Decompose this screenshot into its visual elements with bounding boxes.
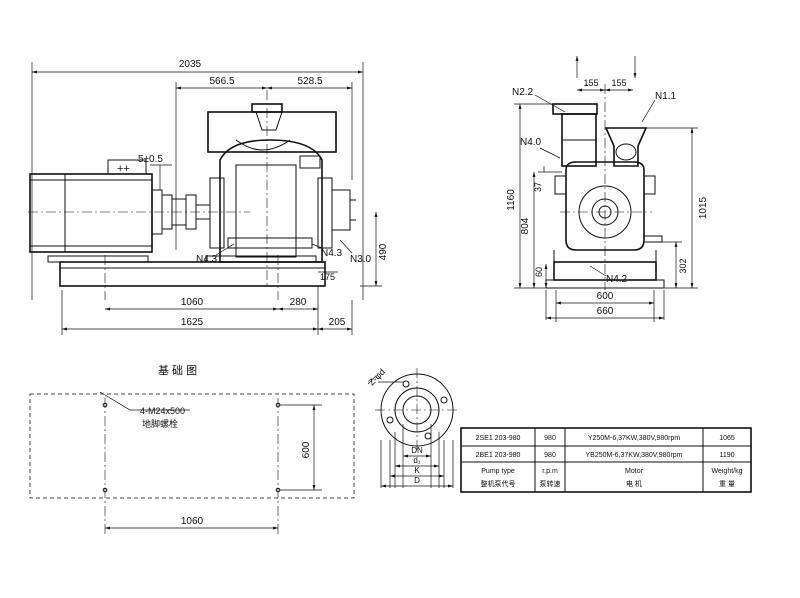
dim-1060-base: 1060 <box>181 297 204 308</box>
pump-top-casing <box>207 111 337 153</box>
foundation-outline <box>29 393 355 499</box>
table-header: Pump type r.p.m Motor Weight/kg 整机泵代号 泵转… <box>481 468 743 488</box>
dim-205: 205 <box>329 317 346 328</box>
port-n4-2: N4.2 <box>606 274 628 285</box>
dim-600-foundation: 600 <box>301 441 312 458</box>
svg-text:泵转速: 泵转速 <box>540 479 561 488</box>
port-n3-0: N3.0 <box>350 254 372 265</box>
end-view: 155 155 N2.2 N1.1 N4.0 N4.2 <box>506 56 709 322</box>
table-row: 2BE1 203-980 980 YB250M-6,37KW,380V,980r… <box>476 452 735 459</box>
svg-text:Pump type: Pump type <box>481 468 515 475</box>
flange-detail: Z-φd DN d₁ K D <box>366 367 459 488</box>
motor-body <box>29 173 153 253</box>
port-n1-1: N1.1 <box>655 91 677 102</box>
flange-k: K <box>414 466 420 475</box>
dim-60: 60 <box>534 267 544 277</box>
dim-804: 804 <box>520 217 531 234</box>
spec-table: 2SE1 203-980 980 Y250M-6,37KW,380V,980rp… <box>460 427 752 493</box>
flange-dn: DN <box>411 446 423 455</box>
dim-1060-foundation: 1060 <box>181 516 204 527</box>
table-row: 2SE1 203-980 980 Y250M-6,37KW,380V,980rp… <box>476 435 735 442</box>
dim-528-5: 528.5 <box>297 76 322 87</box>
port-n4-3-left: N4.3 <box>196 254 218 265</box>
dim-175: 175 <box>320 272 335 282</box>
dim-155-right: 155 <box>611 78 626 88</box>
dim-coupling-gap: 5±0.5 <box>138 154 163 165</box>
flange-holes: Z-φd <box>366 367 387 388</box>
dim-1160: 1160 <box>506 189 517 211</box>
pump-discharge-flange <box>251 103 283 113</box>
svg-text:Y250M-6,37KW,380V,980rpm: Y250M-6,37KW,380V,980rpm <box>588 435 681 442</box>
dim-37: 37 <box>533 182 543 192</box>
dim-280: 280 <box>290 297 307 308</box>
flange-d1: d₁ <box>413 456 420 465</box>
side-view: 2035 566.5 528.5 5±0.5 ++ <box>28 59 389 335</box>
dim-155-left: 155 <box>583 78 598 88</box>
dim-1625: 1625 <box>181 317 204 328</box>
dim-2035: 2035 <box>179 59 202 70</box>
foundation-title: 基 础 图 <box>158 364 197 377</box>
svg-text:2BE1 203-980: 2BE1 203-980 <box>476 452 521 459</box>
dim-1015: 1015 <box>698 196 709 219</box>
port-n2-2: N2.2 <box>512 87 534 98</box>
svg-text:YB250M-6,37KW,380V,980rpm: YB250M-6,37KW,380V,980rpm <box>585 452 682 459</box>
dim-490: 490 <box>378 243 389 260</box>
bolt-name: 地脚螺栓 <box>142 418 178 429</box>
svg-text:980: 980 <box>544 452 556 459</box>
dim-566-5: 566.5 <box>209 76 234 87</box>
motor-terminal-box <box>107 159 147 175</box>
svg-text:整机泵代号: 整机泵代号 <box>481 479 516 488</box>
svg-text:1190: 1190 <box>719 452 734 459</box>
svg-text:Motor: Motor <box>625 468 644 475</box>
bolt-spec: 4-M24x500 <box>140 406 185 416</box>
svg-text:980: 980 <box>544 435 556 442</box>
port-n4-0: N4.0 <box>520 137 542 148</box>
svg-text:电 机: 电 机 <box>626 479 642 488</box>
svg-text:Weight/kg: Weight/kg <box>712 468 743 475</box>
foundation-plan: 基 础 图 4-M24x500 地脚螺栓 600 1060 <box>29 364 355 535</box>
port-n4-3-right: N4.3 <box>321 248 343 259</box>
dim-302: 302 <box>678 258 688 273</box>
base-frame <box>59 261 326 287</box>
motor-terminal-label: ++ <box>117 163 130 175</box>
svg-text:1065: 1065 <box>719 435 735 442</box>
dim-600-end: 600 <box>597 291 614 302</box>
svg-text:重 量: 重 量 <box>719 480 735 488</box>
flange-d: D <box>414 476 420 485</box>
svg-text:r.p.m: r.p.m <box>542 468 558 475</box>
dim-660: 660 <box>597 306 614 317</box>
svg-text:2SE1 203-980: 2SE1 203-980 <box>476 435 521 442</box>
